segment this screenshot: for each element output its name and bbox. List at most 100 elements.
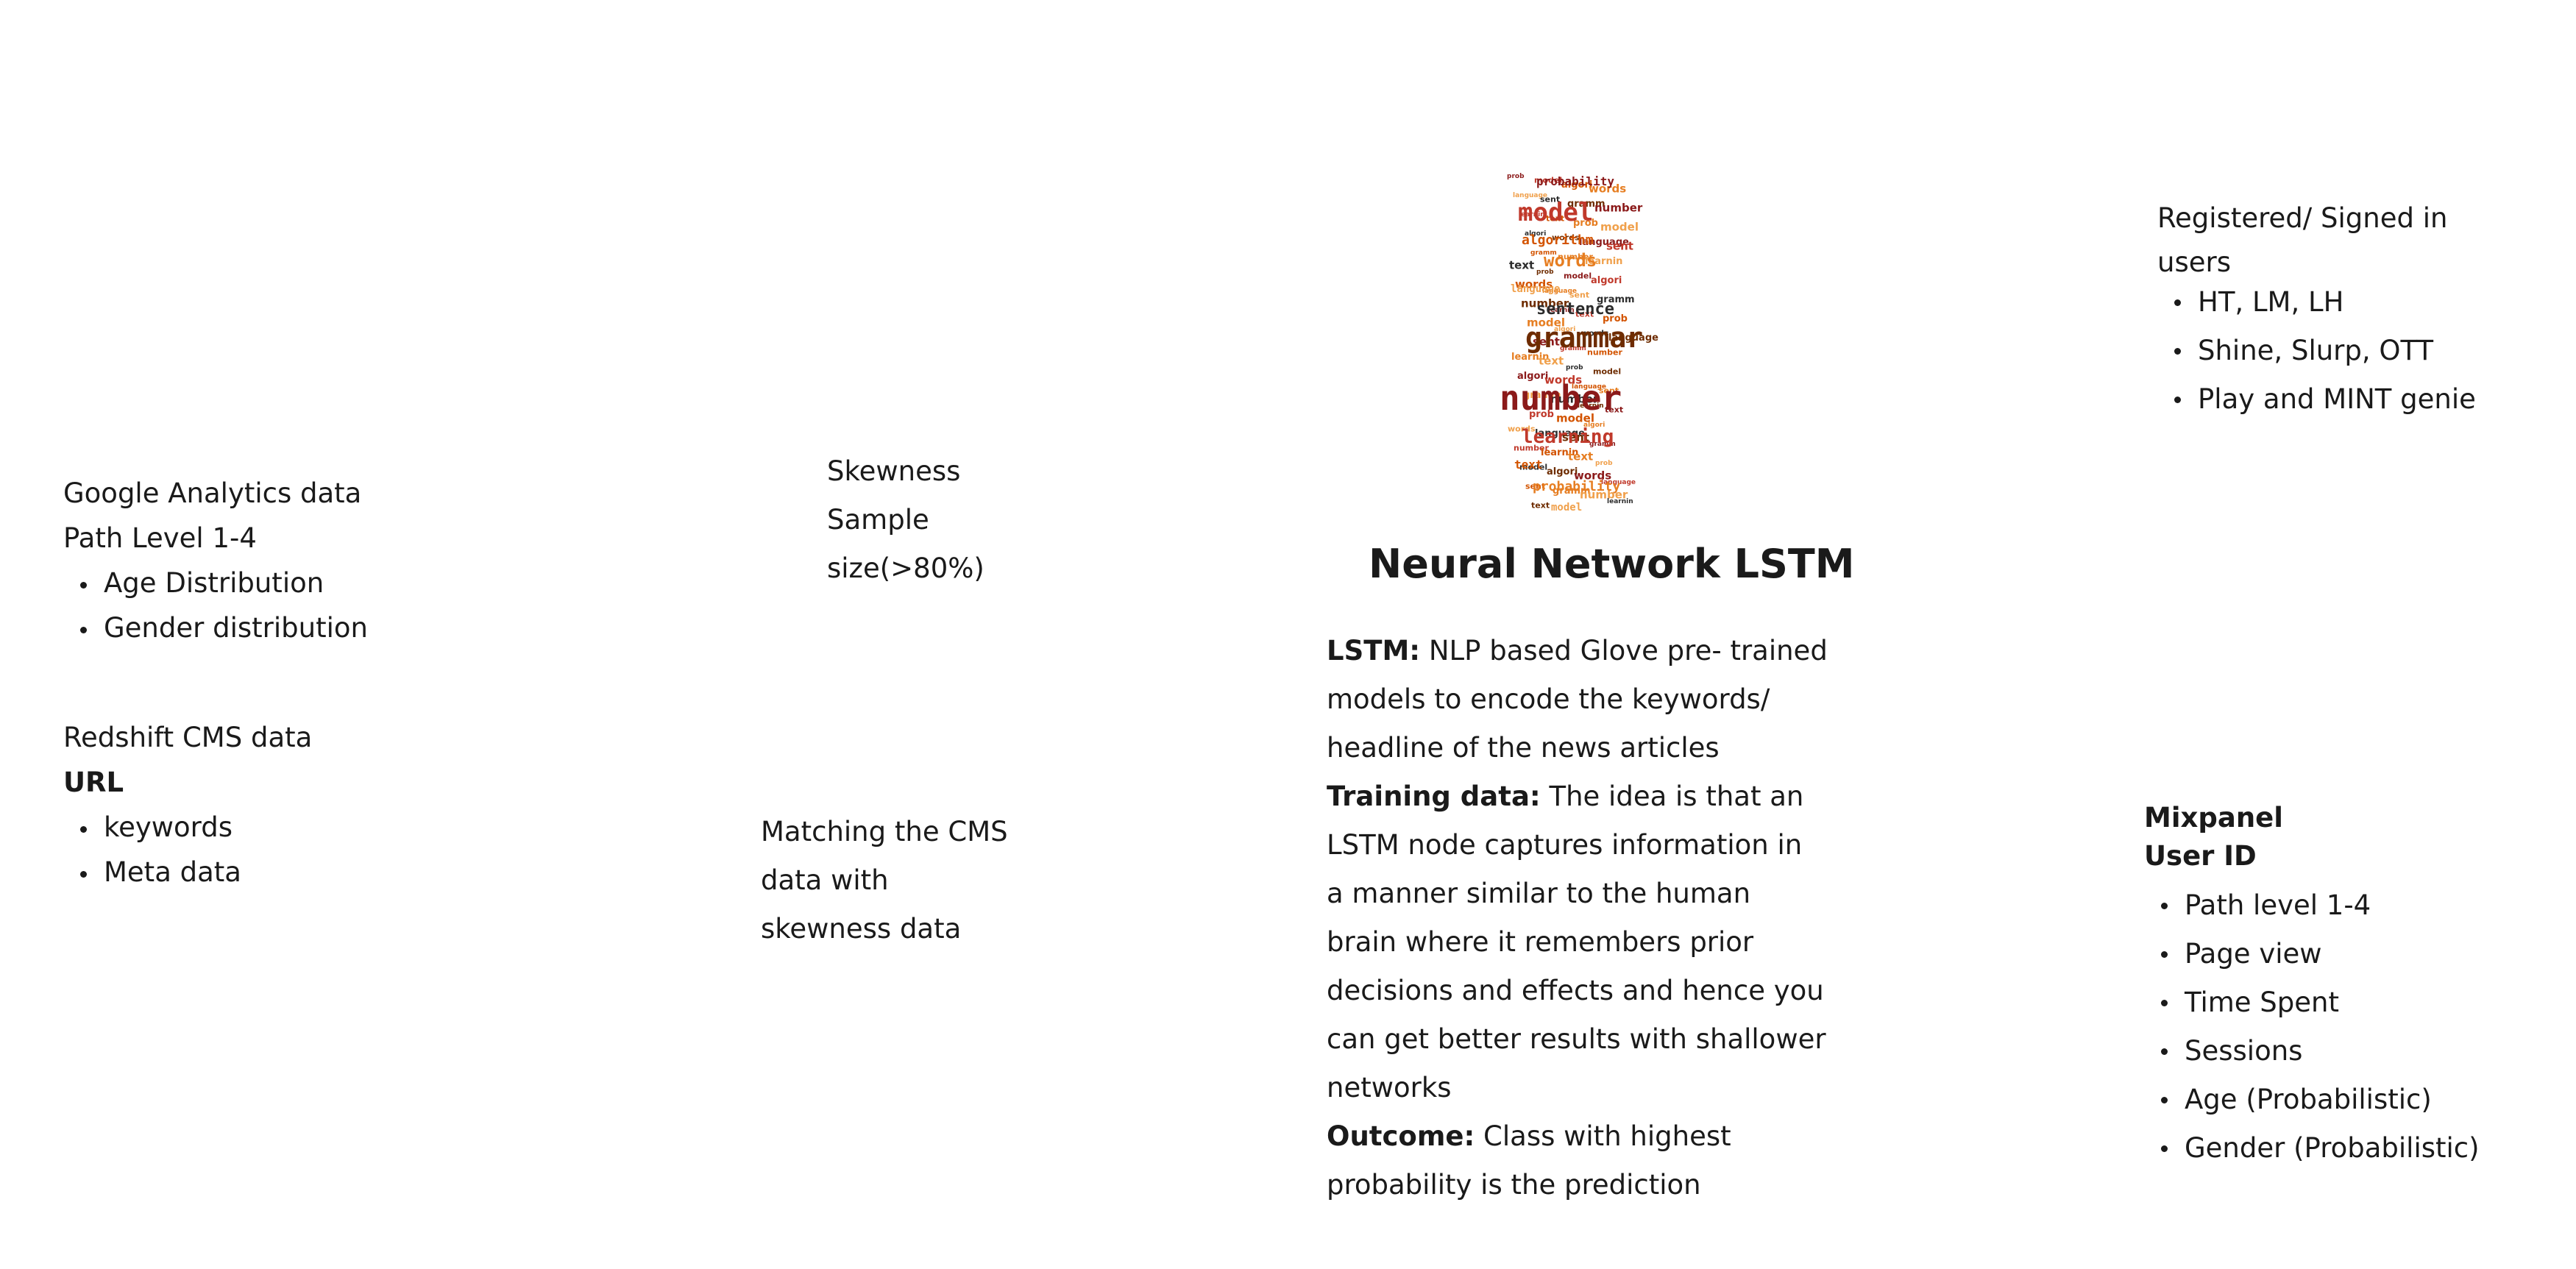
outcome-text: probability is the prediction — [1327, 1169, 1701, 1201]
word-cloud-filler: language — [1601, 479, 1636, 486]
word-cloud-filler: sent — [1540, 195, 1560, 205]
word-cloud-filler: gramm — [1530, 249, 1557, 257]
word-cloud-filler: algori — [1554, 326, 1575, 333]
word-cloud-filler: learnin — [1548, 307, 1575, 314]
word-cloud-filler: number — [1594, 202, 1643, 215]
redshift-cms-block: Redshift CMS data URL keywords Meta data — [63, 715, 312, 895]
word-cloud-filler: text — [1539, 355, 1564, 368]
word-cloud-filler: language — [1608, 333, 1658, 344]
mixpanel-block: Mixpanel User ID Path level 1-4 Page vie… — [2144, 799, 2480, 1173]
word-cloud-filler: text — [1605, 405, 1623, 415]
word-cloud-filler: gramm — [1553, 486, 1591, 497]
lstm-text: headline of the news articles — [1327, 732, 1720, 764]
registered-users-block: Registered/ Signed in users HT, LM, LH S… — [2157, 194, 2476, 424]
training-text: can get better results with shallower — [1327, 1023, 1826, 1055]
word-cloud-filler: text — [1575, 310, 1594, 319]
matching-block: Matching the CMS data with skewness data — [761, 808, 1008, 953]
list-item: HT, LM, LH — [2157, 278, 2476, 327]
word-cloud-filler: language — [1572, 383, 1606, 391]
skewness-block: Skewness Sample size(>80%) — [827, 447, 984, 593]
word-cloud-filler: text — [1568, 450, 1593, 463]
word-cloud-filler: gramm — [1589, 441, 1616, 448]
word-cloud-filler: number — [1521, 297, 1569, 310]
word-cloud-filler: sent — [1533, 335, 1560, 349]
mixpanel-title: Mixpanel — [2144, 802, 2283, 833]
word-cloud-filler: language — [1535, 428, 1585, 439]
word-cloud-filler: sent — [1599, 386, 1619, 396]
list-item: Sessions — [2144, 1027, 2480, 1076]
cms-subtitle: URL — [63, 767, 124, 798]
word-cloud-word: probability — [1533, 479, 1620, 494]
word-cloud-filler: words — [1508, 424, 1536, 434]
list-item: Time Spent — [2144, 978, 2480, 1027]
lstm-text: NLP based Glove pre- trained — [1420, 635, 1828, 667]
word-cloud-filler: words — [1589, 182, 1626, 196]
word-cloud-filler: number — [1587, 348, 1622, 358]
word-cloud-filler: model — [1519, 463, 1547, 472]
word-cloud-word: text — [1514, 458, 1543, 472]
google-analytics-block: Google Analytics data Path Level 1-4 Age… — [63, 471, 368, 650]
training-label: Training data: — [1327, 781, 1541, 812]
matching-line: data with — [761, 864, 889, 896]
word-cloud-filler: prob — [1573, 218, 1598, 229]
word-cloud-filler: words — [1552, 233, 1580, 243]
word-cloud-filler: prob — [1595, 460, 1613, 467]
mixpanel-subtitle: User ID — [2144, 840, 2257, 872]
word-cloud-filler: words — [1544, 374, 1582, 387]
training-text: LSTM node captures information in — [1327, 829, 1803, 861]
cms-title: Redshift CMS data — [63, 722, 313, 753]
word-cloud-word: grammar — [1525, 321, 1643, 354]
word-cloud-filler: model — [1534, 176, 1562, 185]
word-cloud-filler: gramm — [1560, 345, 1586, 352]
word-cloud-filler: model — [1593, 367, 1621, 377]
word-cloud-filler: algori — [1561, 179, 1592, 191]
word-cloud-filler: gramm — [1523, 390, 1561, 401]
word-cloud-filler: language — [1579, 237, 1629, 248]
word-cloud-filler: sent — [1562, 431, 1589, 444]
network-description: LSTM: NLP based Glove pre- trained model… — [1327, 627, 1828, 1209]
lstm-text: models to encode the keywords/ — [1327, 683, 1770, 715]
word-cloud-filler: prob — [1566, 364, 1583, 372]
word-cloud-word: probability — [1536, 174, 1614, 188]
word-cloud-filler: text — [1546, 214, 1564, 224]
list-item: Path level 1-4 — [2144, 881, 2480, 930]
word-cloud-filler: algori — [1591, 275, 1622, 286]
list-item: Age (Probabilistic) — [2144, 1076, 2480, 1124]
word-cloud-filler: text — [1531, 501, 1550, 511]
outcome-label: Outcome: — [1327, 1120, 1475, 1152]
word-cloud-filler: learnin — [1541, 447, 1578, 458]
word-cloud-filler: gramm — [1567, 199, 1605, 210]
network-title: Neural Network LSTM — [1369, 541, 1855, 587]
word-cloud-filler: learnin — [1607, 498, 1633, 505]
word-cloud-filler: gramm — [1597, 294, 1635, 305]
word-cloud-filler: model — [1527, 316, 1565, 330]
word-cloud-filler: algori — [1517, 371, 1548, 382]
list-item: Gender (Probabilistic) — [2144, 1124, 2480, 1173]
word-cloud-filler: learnin — [1585, 256, 1622, 267]
training-text: brain where it remembers prior — [1327, 926, 1754, 958]
ga-subtitle: Path Level 1-4 — [63, 522, 257, 554]
list-item: Play and MINT genie — [2157, 375, 2476, 424]
registered-list: HT, LM, LH Shine, Slurp, OTT Play and MI… — [2157, 278, 2476, 424]
word-cloud-word: language — [1511, 283, 1560, 295]
training-text: The idea is that an — [1540, 781, 1804, 812]
cms-list: keywords Meta data — [63, 805, 312, 895]
word-cloud-filler: prob — [1507, 173, 1525, 180]
word-cloud-filler: words — [1515, 278, 1553, 291]
word-cloud-filler: sent — [1569, 291, 1589, 300]
word-cloud-filler: language — [1542, 288, 1577, 295]
word-cloud-filler: number — [1550, 393, 1599, 406]
word-cloud-filler: number — [1580, 488, 1628, 502]
list-item: Meta data — [63, 850, 312, 895]
skewness-line: size(>80%) — [827, 552, 984, 584]
word-cloud-word: number — [1500, 378, 1622, 418]
word-cloud-filler: prob — [1536, 269, 1554, 276]
registered-line: users — [2157, 246, 2231, 278]
word-cloud-filler: language — [1513, 192, 1547, 199]
word-cloud-filler: learnin — [1511, 352, 1549, 363]
matching-line: Matching the CMS — [761, 816, 1008, 847]
word-cloud-word: words — [1544, 250, 1597, 271]
word-cloud-filler: algori — [1547, 466, 1578, 477]
